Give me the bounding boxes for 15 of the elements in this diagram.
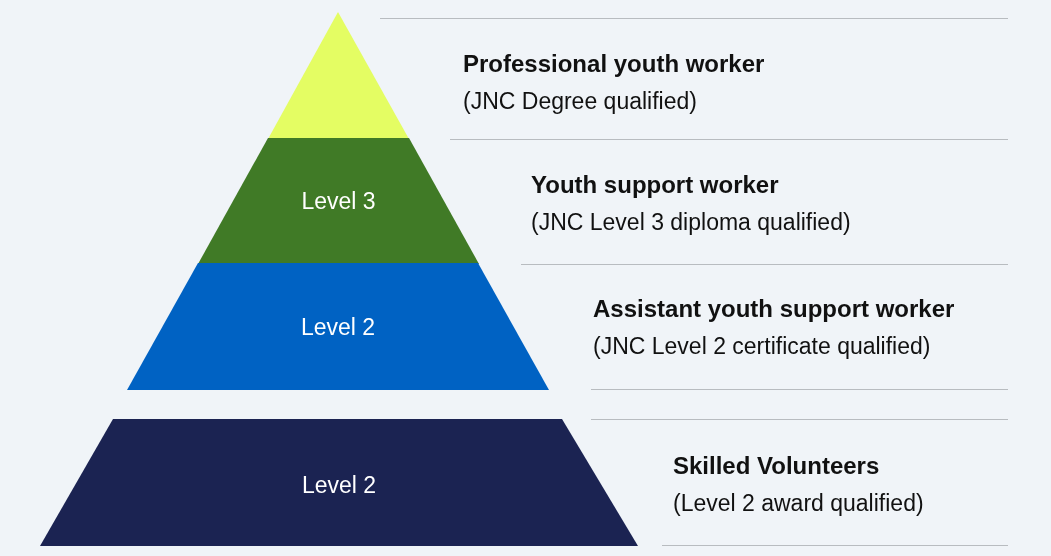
role-title: Skilled Volunteers: [673, 452, 880, 480]
pyramid-tier: [127, 263, 549, 390]
pyramid-tier: [268, 12, 409, 139]
role-title: Assistant youth support worker: [593, 295, 955, 323]
qualification-text: (JNC Level 2 certificate qualified): [593, 332, 931, 360]
qualification-text: (JNC Level 3 diploma qualified): [531, 208, 851, 236]
role-title: Professional youth worker: [463, 50, 765, 78]
pyramid-tier: [40, 419, 638, 546]
qualification-text: (Level 2 award qualified): [673, 489, 924, 517]
role-title: Youth support worker: [531, 171, 779, 199]
level-label: Level 3: [300, 187, 377, 215]
level-label: Level 2: [300, 471, 378, 499]
qualification-text: (JNC Degree qualified): [463, 87, 697, 115]
pyramid-tier: [198, 138, 479, 264]
level-label: Level 2: [299, 313, 377, 341]
